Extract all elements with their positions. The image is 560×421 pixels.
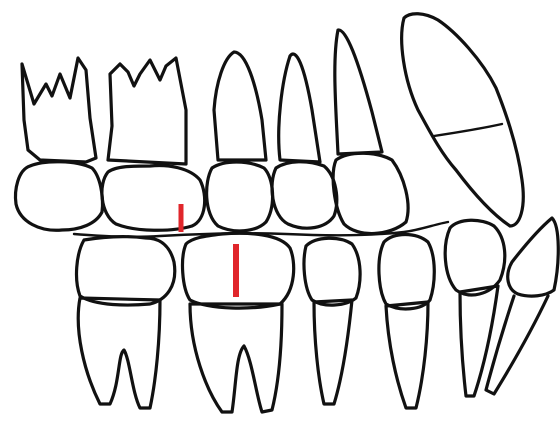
upper-first-molar [16,58,103,230]
upper-second-premolar [102,58,205,230]
lower-lateral-incisor [445,220,505,396]
upper-lateral-incisor [333,30,408,234]
upper-canine [272,54,337,228]
lower-central-incisor [486,218,558,394]
lower-first-premolar [304,238,360,404]
lower-first-molar [77,237,175,408]
upper-central-incisor [402,14,524,226]
upper-first-premolar [207,52,273,231]
lower-canine [379,235,434,409]
